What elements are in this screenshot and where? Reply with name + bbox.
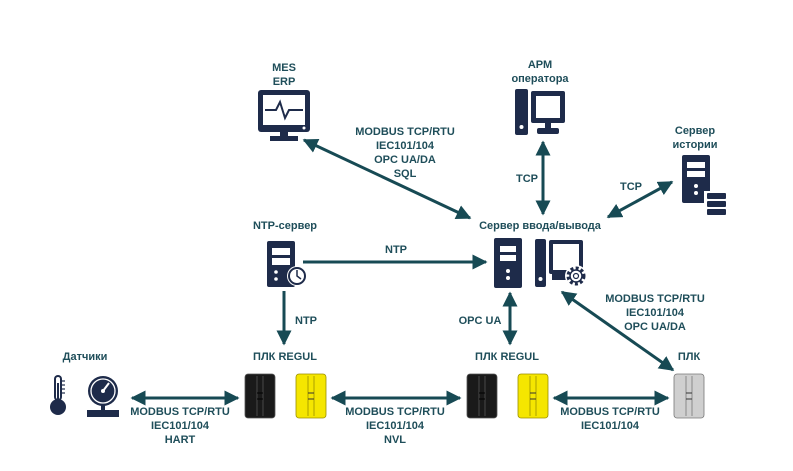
database-server-icon [682, 155, 726, 216]
protocol-label-history-io: TCP [620, 181, 642, 193]
protocol-label-ntp-io: NTP [385, 244, 407, 256]
protocol-label-plc1-plc2: MODBUS TCP/RTU IEC101/104 NVL [345, 406, 445, 446]
protocol-label-plc2-plc3: MODBUS TCP/RTU IEC101/104 [560, 406, 660, 432]
pressure-gauge-icon [87, 376, 119, 417]
label-mes: MES ERP [272, 62, 296, 88]
protocol-label-sensors-plc1: MODBUS TCP/RTU IEC101/104 HART [130, 406, 230, 446]
label-arm: АРМ оператора [511, 59, 569, 85]
label-plc2: ПЛК REGUL [475, 351, 539, 363]
server-clock-icon [267, 241, 307, 287]
protocol-label-io-plc2: OPC UA [458, 315, 502, 327]
plc1-yellow-module [295, 373, 327, 419]
workstation-icon [515, 89, 565, 135]
link-history-io [606, 180, 674, 219]
plc2-yellow-module [517, 373, 549, 419]
server-gear-icon [494, 238, 587, 288]
link-mes-io [302, 138, 472, 220]
plc3-gray-module [673, 373, 705, 419]
plc2-black-module [466, 373, 498, 419]
protocol-label-io-plc3: MODBUS TCP/RTU IEC101/104 OPC UA/DA [605, 293, 705, 333]
label-plc1: ПЛК REGUL [253, 351, 317, 363]
label-history: Сервер истории [672, 125, 718, 151]
label-sensors: Датчики [62, 351, 108, 363]
protocol-label-ntp-plc1: NTP [295, 315, 317, 327]
monitor-pulse-icon [258, 90, 310, 141]
link-io-plc3 [560, 290, 675, 372]
label-io-server: Сервер ввода/вывода [479, 220, 601, 232]
protocol-label-arm-io: TCP [516, 173, 538, 185]
label-ntp-server: NTP-сервер [252, 220, 318, 232]
plc1-black-module [244, 373, 276, 419]
plc-modules-icon [244, 373, 705, 419]
thermometer-icon [50, 375, 66, 415]
label-plc3: ПЛК [677, 351, 701, 363]
protocol-label-mes-io: MODBUS TCP/RTU IEC101/104 OPC UA/DA SQL [355, 126, 455, 180]
